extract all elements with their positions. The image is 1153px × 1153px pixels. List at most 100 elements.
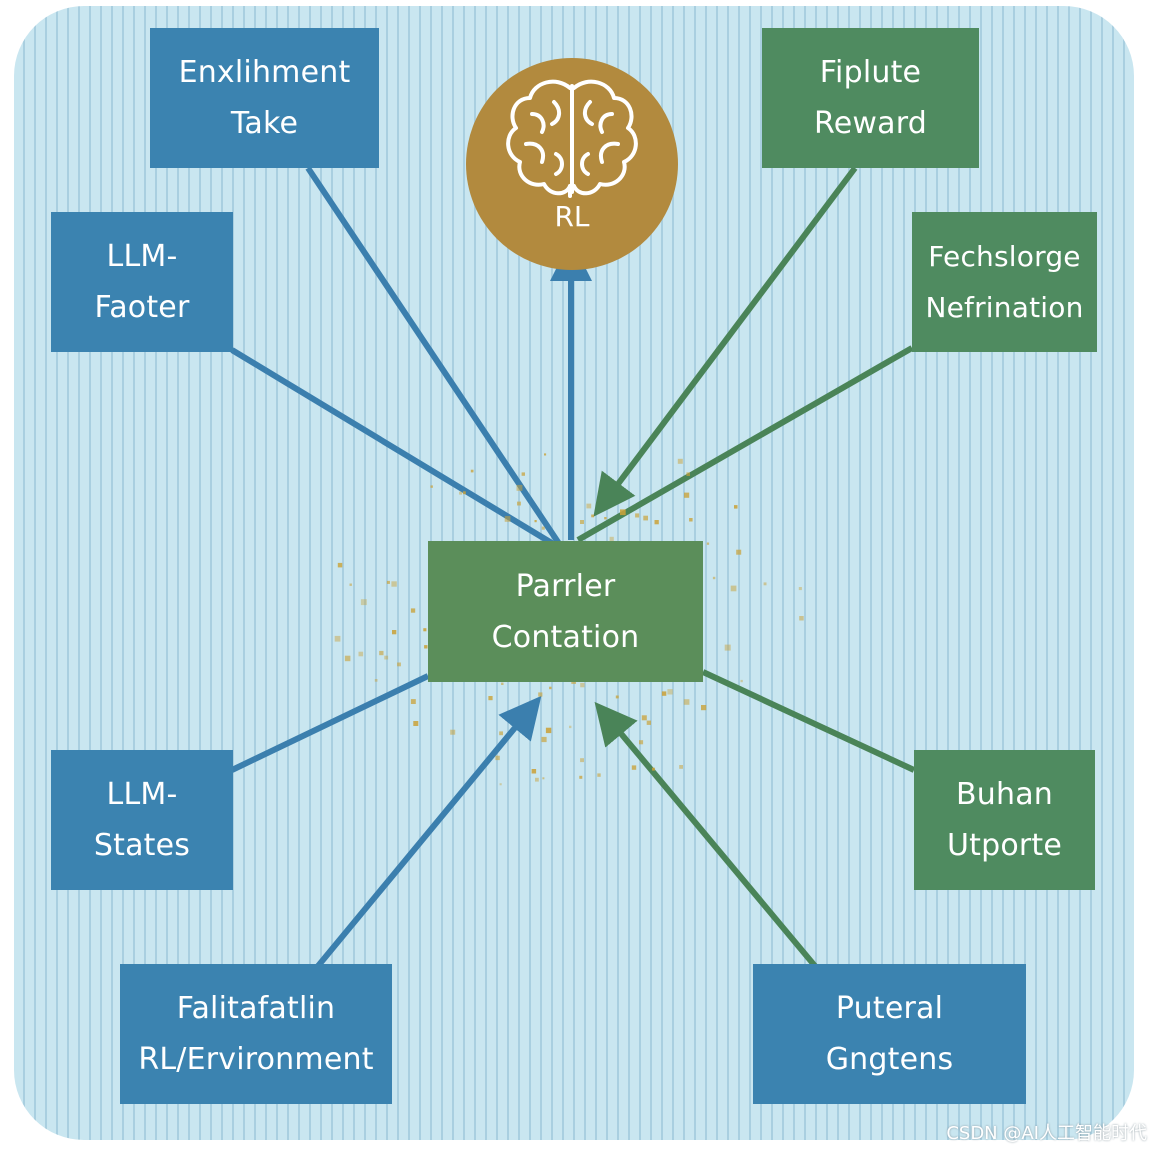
particle-dot [683, 699, 690, 705]
particle-dot [740, 679, 743, 683]
particle-dot [397, 662, 401, 667]
edge-lower-right [701, 669, 916, 773]
particle-dot [734, 505, 738, 509]
node-bottom-right: Puteral Gngtens [753, 964, 1026, 1104]
node-top-left-line2: Take [230, 106, 299, 141]
particle-dot [517, 501, 521, 506]
particle-dot [535, 777, 539, 782]
node-mid-left-line2: Faoter [94, 290, 190, 325]
node-bottom-right-line1: Puteral [835, 991, 944, 1026]
particle-dot [736, 549, 742, 555]
particle-dot [679, 765, 683, 769]
node-lower-right-line2: Utporte [946, 828, 1063, 863]
particle-dot [684, 492, 690, 498]
particle-dot [661, 691, 667, 696]
particle-dot [799, 616, 804, 621]
particle-dot [462, 491, 466, 495]
particle-dot [706, 542, 710, 545]
particle-dot [609, 536, 614, 541]
particle-dot [410, 699, 416, 704]
particle-dot [591, 514, 594, 518]
edge-mid-right [576, 345, 914, 543]
particle-dot [654, 520, 659, 525]
particle-dot [580, 520, 584, 524]
particle-dot [538, 692, 543, 697]
edge-bottom-right [594, 701, 818, 968]
rl-node: RL [466, 58, 678, 270]
particle-dot [391, 581, 397, 587]
particle-dot [677, 458, 683, 464]
node-top-left-line1: Enxlihment [178, 55, 351, 90]
node-mid-right: Fechslorge Nefrination [912, 212, 1097, 352]
particle-dot [521, 472, 525, 476]
node-mid-left: LLM- Faoter [51, 212, 233, 352]
particle-dot [344, 655, 351, 662]
node-bottom-left-line2: RL/Ervironment [138, 1042, 374, 1077]
node-bottom-left-line1: Falitafatlin [176, 991, 336, 1026]
center-node-line1: Parrler [515, 568, 616, 604]
particle-dot [379, 650, 384, 656]
particle-dot [386, 580, 390, 584]
particle-dot [763, 582, 767, 586]
particle-dot [450, 729, 456, 735]
particle-dot [646, 720, 651, 725]
particle-dot [392, 630, 397, 635]
particle-dot [643, 515, 648, 521]
particle-dot [652, 767, 655, 771]
particle-dot [597, 773, 601, 777]
edge-mid-left [230, 347, 557, 548]
particle-dot [358, 651, 364, 657]
particle-dot [470, 469, 474, 473]
particle-dot [586, 503, 592, 509]
particle-dot [337, 562, 343, 568]
center-node: Parrler Contation [428, 541, 703, 682]
particle-dot [620, 509, 626, 516]
particle-dot [635, 513, 640, 518]
particle-dot [413, 721, 419, 726]
center-node-line2: Contation [491, 619, 640, 655]
particle-dot [516, 484, 523, 491]
particle-dot [798, 587, 802, 591]
particle-dot [541, 736, 547, 743]
particle-dot [384, 655, 389, 660]
particle-dot [459, 491, 462, 495]
edge-bottom-left [315, 695, 542, 968]
particle-dot [423, 628, 427, 632]
particle-dot [534, 520, 537, 523]
node-lower-left-line1: LLM- [106, 777, 178, 812]
particle-dot [724, 644, 731, 651]
node-lower-right-line1: Buhan [955, 777, 1053, 812]
particle-dot [569, 725, 572, 729]
particle-dot [544, 453, 547, 456]
rl-label: RL [554, 200, 590, 233]
particle-dot [374, 679, 378, 682]
particle-dot [531, 769, 537, 774]
particle-dot [639, 740, 644, 745]
watermark: CSDN @AI人工智能时代 [946, 1123, 1147, 1144]
particle-dot [334, 635, 341, 642]
particle-dot [549, 686, 552, 690]
node-mid-left-line1: LLM- [106, 239, 178, 274]
particle-dot [686, 472, 690, 476]
particle-dot [349, 583, 352, 586]
node-lower-left: LLM- States [51, 750, 233, 890]
particle-dot [501, 682, 504, 685]
node-lower-left-line2: States [93, 828, 191, 863]
particle-dot [430, 485, 433, 488]
particle-dot [712, 576, 716, 580]
particle-dot [504, 516, 511, 522]
particle-dot [604, 517, 607, 520]
particle-dot [542, 777, 545, 780]
node-mid-right-line2: Nefrination [925, 291, 1084, 324]
particle-dot [360, 599, 367, 606]
particle-dot [689, 518, 693, 522]
particle-dot [499, 731, 503, 736]
particle-dot [579, 775, 583, 779]
edge-lower-left [230, 673, 430, 773]
particle-dot [541, 526, 545, 530]
particle-dot [424, 645, 428, 649]
particle-dot [667, 689, 673, 695]
node-top-right: Fiplute Reward [762, 28, 979, 168]
particle-dot [701, 705, 707, 711]
